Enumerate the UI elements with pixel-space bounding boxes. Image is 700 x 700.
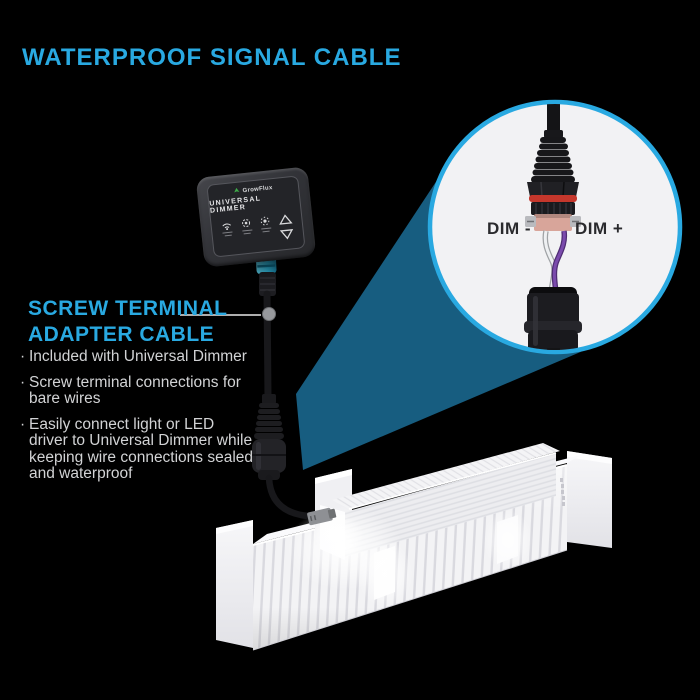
fixture-right-endplate xyxy=(567,451,612,548)
dim-plus-label: DIM + xyxy=(575,219,624,238)
brand-row: GrowFlux xyxy=(233,184,273,195)
bullet-char: · xyxy=(20,373,26,391)
connector-coupler xyxy=(259,272,276,296)
fixture-terminal xyxy=(307,507,337,526)
brand-name: GrowFlux xyxy=(242,184,273,194)
driver-box-top xyxy=(332,443,560,509)
callout-heading: SCREW TERMINAL ADAPTER CABLE xyxy=(28,297,228,346)
icon-caption xyxy=(241,229,252,232)
wifi-control xyxy=(220,220,234,237)
inset-housing xyxy=(524,287,582,350)
fixture-vents xyxy=(560,478,565,506)
magnifier-inset xyxy=(427,99,683,355)
inline-connector xyxy=(252,394,286,480)
led-fixture xyxy=(216,443,612,651)
bullet-item: · Easily connect light or LED driver to … xyxy=(20,415,280,483)
light-glow-slot1 xyxy=(357,540,413,608)
device-model-label: UNIVERSAL DIMMER xyxy=(209,195,262,215)
icon-caption xyxy=(243,232,251,235)
brightness-icon xyxy=(260,216,270,226)
bullet-char: · xyxy=(20,415,26,433)
page-title: WATERPROOF SIGNAL CABLE xyxy=(22,44,402,71)
bullet-item: · Included with Universal Dimmer xyxy=(20,348,280,366)
fixture-left-endplate xyxy=(216,520,253,648)
gear-control xyxy=(240,218,253,235)
bullet-text: Easily connect light or LED driver to Un… xyxy=(29,415,254,482)
gear-icon xyxy=(242,219,251,228)
inset-locknut xyxy=(531,202,575,215)
growflux-logo-icon xyxy=(234,187,240,193)
dim-up-icon xyxy=(279,214,293,225)
universal-dimmer-device: GrowFlux UNIVERSAL DIMMER xyxy=(195,166,317,268)
brightness-control xyxy=(259,216,272,233)
device-label-panel: GrowFlux UNIVERSAL DIMMER xyxy=(206,175,306,258)
icon-caption xyxy=(222,231,233,234)
icon-caption xyxy=(224,234,232,237)
wifi-icon xyxy=(222,223,232,231)
icon-caption xyxy=(260,227,271,230)
bullet-list: · Included with Universal Dimmer · Screw… xyxy=(20,348,280,492)
bullet-text: Screw terminal connections for bare wire… xyxy=(29,373,241,407)
inset-terminal-screws xyxy=(525,216,581,227)
callout-dot xyxy=(262,307,276,321)
status-icon-group xyxy=(220,216,271,237)
device-controls xyxy=(211,212,303,247)
inset-terminal-block xyxy=(534,214,572,231)
inset-red-oring xyxy=(529,195,577,202)
inset-hex-nut xyxy=(527,182,579,197)
light-glow-slot2 xyxy=(483,510,533,570)
bullet-text: Included with Universal Dimmer xyxy=(29,348,247,365)
bullet-item: · Screw terminal connections for bare wi… xyxy=(20,373,280,408)
inset-connector-art xyxy=(524,104,582,350)
dim-buttons xyxy=(278,213,295,240)
icon-caption xyxy=(262,230,270,233)
inset-cable-top xyxy=(547,104,560,136)
dim-down-icon xyxy=(279,229,294,240)
adapter-cable-upper xyxy=(263,290,272,402)
bullet-char: · xyxy=(20,348,26,365)
inset-strain-relief xyxy=(531,137,575,183)
dim-minus-label: DIM - xyxy=(487,219,532,238)
